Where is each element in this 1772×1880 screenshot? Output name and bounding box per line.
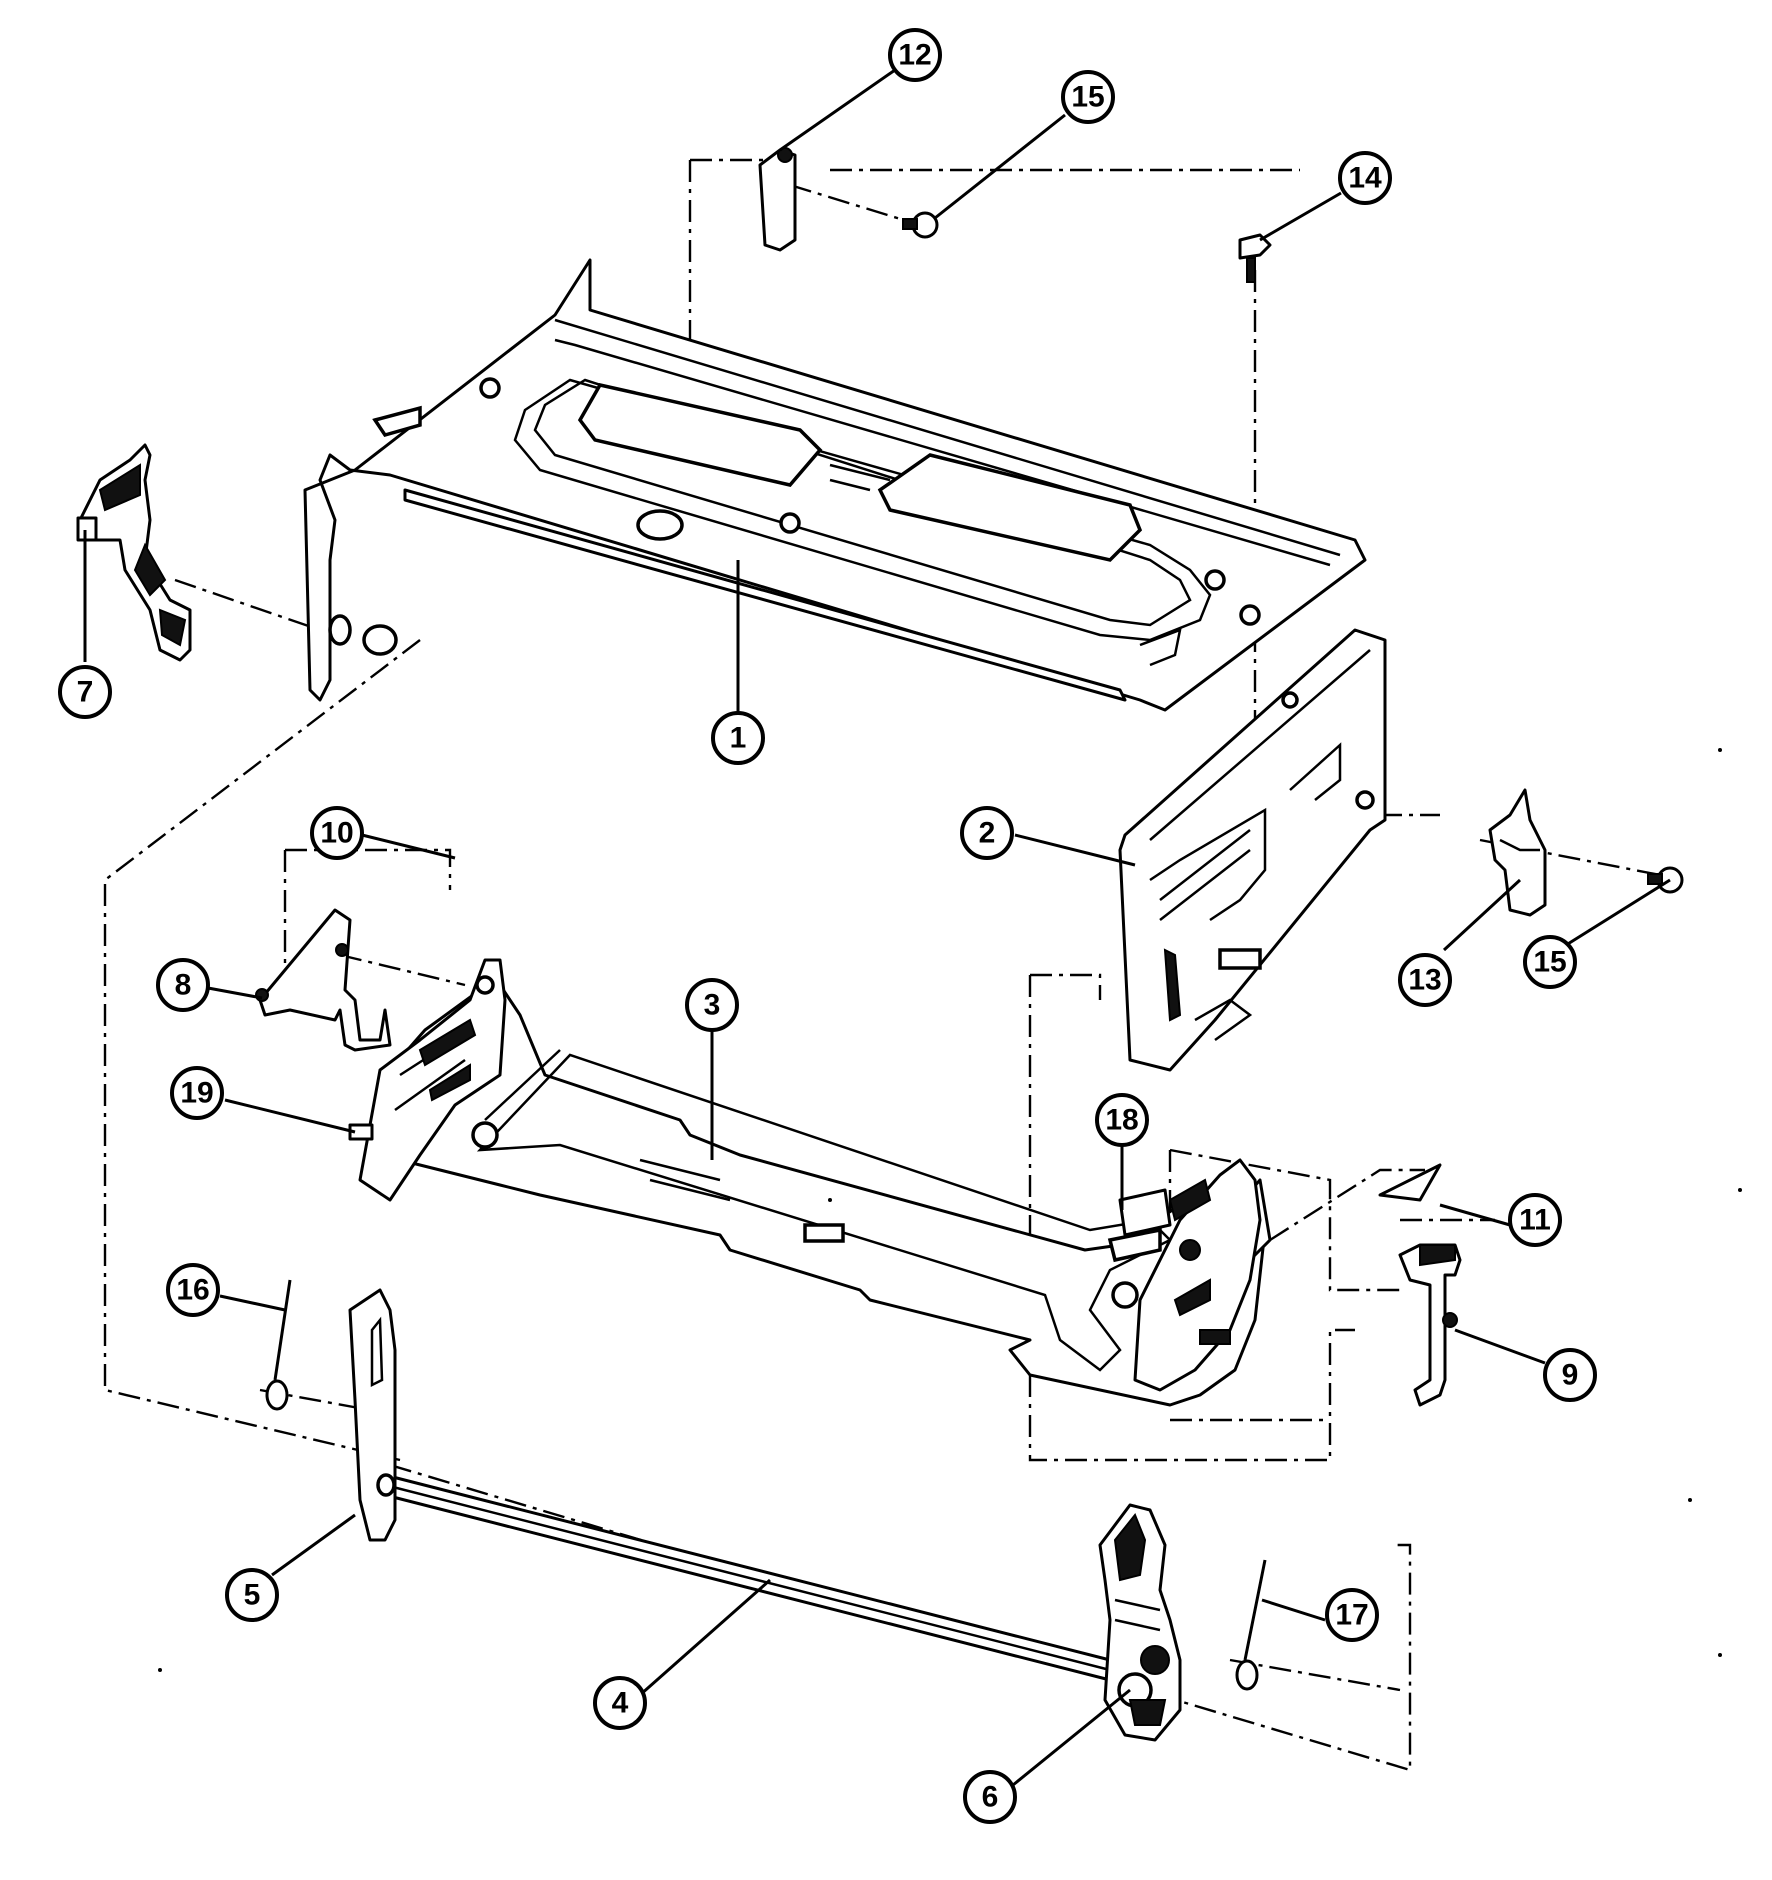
- pin-16: [265, 1279, 292, 1411]
- right-end-plate: [1133, 1158, 1262, 1392]
- callout-9: 9: [1543, 1348, 1597, 1402]
- callout-label-6: 6: [982, 1781, 999, 1814]
- callout-7: 7: [58, 665, 112, 719]
- leader-lines: [83, 68, 1671, 1787]
- callout-11: 11: [1508, 1193, 1562, 1247]
- callout-label-3: 3: [704, 989, 721, 1022]
- callout-label-14: 14: [1348, 162, 1382, 195]
- side-bracket: [1488, 788, 1547, 917]
- callout-15-right: 15: [1523, 935, 1577, 989]
- callout-2: 2: [960, 806, 1014, 860]
- screw-15-top: [902, 211, 939, 239]
- callout-16: 16: [166, 1263, 220, 1317]
- callout-label-12: 12: [898, 39, 931, 72]
- right-gear-lever: [1098, 1503, 1182, 1742]
- callout-label-17: 17: [1335, 1599, 1368, 1632]
- callout-label-7: 7: [77, 676, 94, 709]
- callout-1: 1: [711, 711, 765, 765]
- flat-spring: [1378, 1163, 1442, 1202]
- right-link: [1398, 1243, 1462, 1407]
- left-lever: [348, 1288, 397, 1542]
- callout-label-15-right: 15: [1533, 946, 1566, 979]
- block-18: [1118, 1188, 1172, 1237]
- callout-label-9: 9: [1562, 1359, 1579, 1392]
- callout-label-15-top: 15: [1071, 81, 1104, 114]
- right-side-bracket: [1118, 628, 1387, 1072]
- stud: [758, 147, 797, 252]
- callout-label-10: 10: [320, 817, 353, 850]
- callout-label-18: 18: [1105, 1104, 1138, 1137]
- callout-label-11: 11: [1519, 1204, 1551, 1237]
- callout-15-top: 15: [1061, 70, 1115, 124]
- callout-3: 3: [685, 978, 739, 1032]
- callout-14: 14: [1338, 151, 1392, 205]
- callout-19: 19: [170, 1066, 224, 1120]
- callout-label-5: 5: [244, 1579, 261, 1612]
- callout-18: 18: [1095, 1093, 1149, 1147]
- callout-label-16: 16: [176, 1274, 209, 1307]
- callout-label-4: 4: [612, 1687, 629, 1720]
- callout-label-19: 19: [180, 1077, 213, 1110]
- callout-label-2: 2: [979, 817, 996, 850]
- left-gear-bracket: [76, 443, 192, 662]
- scan-specks: [158, 748, 1742, 1672]
- callout-label-13: 13: [1408, 964, 1441, 997]
- callout-6: 6: [963, 1770, 1017, 1824]
- left-end-plate: [358, 958, 507, 1202]
- callout-8: 8: [156, 958, 210, 1012]
- callout-17: 17: [1325, 1588, 1379, 1642]
- callout-5: 5: [225, 1568, 279, 1622]
- left-link: [255, 908, 392, 1052]
- callout-13: 13: [1398, 953, 1452, 1007]
- callout-10: 10: [310, 806, 364, 860]
- screw-15-right: [1647, 866, 1684, 894]
- callout-12: 12: [888, 28, 942, 82]
- callout-label-1: 1: [730, 722, 747, 755]
- shaft: [383, 1473, 1112, 1682]
- callout-label-8: 8: [175, 969, 192, 1002]
- top-plate: [303, 258, 1367, 712]
- screw-14: [1238, 233, 1272, 283]
- callout-4: 4: [593, 1676, 647, 1730]
- pin-17: [1235, 1559, 1267, 1691]
